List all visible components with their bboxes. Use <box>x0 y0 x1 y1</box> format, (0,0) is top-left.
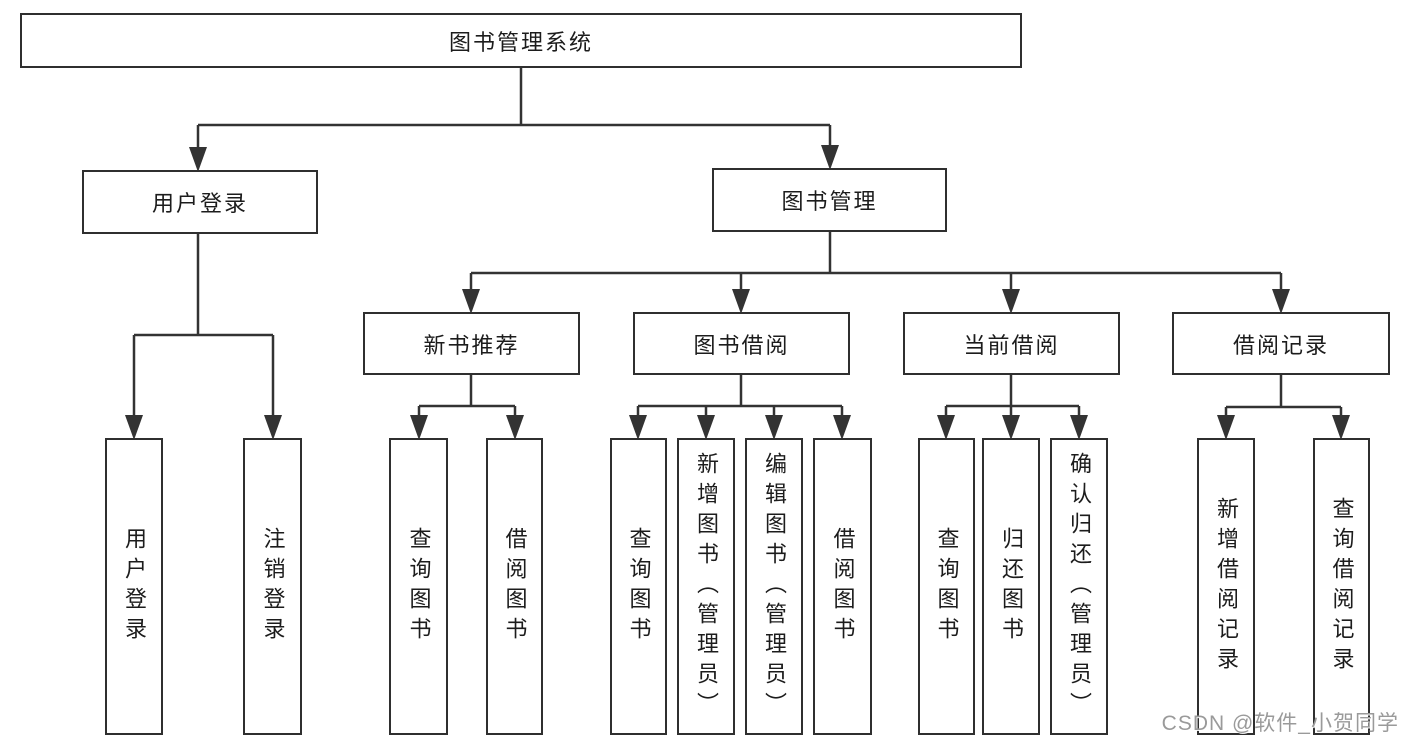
leaf-bb-add-book: 新增图书（管理员） <box>677 438 735 735</box>
leaf-cb-confirm-return: 确认归还（管理员） <box>1050 438 1108 735</box>
leaf-cb-confirm-return-label: 确认归还（管理员） <box>1067 451 1092 722</box>
node-new-book-rec-label: 新书推荐 <box>423 332 520 358</box>
leaf-rec-query-book-label: 查询图书 <box>406 526 432 647</box>
node-book-mgmt: 图书管理 <box>712 168 947 232</box>
leaf-bb-borrow-book-label: 借阅图书 <box>830 526 856 647</box>
leaf-bb-add-book-label: 新增图书（管理员） <box>694 451 719 722</box>
node-borrow-record-label: 借阅记录 <box>1232 332 1329 358</box>
leaf-bb-query-book: 查询图书 <box>610 438 667 735</box>
node-book-borrow-label: 图书借阅 <box>693 332 790 358</box>
leaf-cb-query-book-label: 查询图书 <box>934 526 960 647</box>
leaf-bb-borrow-book: 借阅图书 <box>813 438 872 735</box>
leaf-rec-query-book: 查询图书 <box>389 438 448 735</box>
node-borrow-record: 借阅记录 <box>1172 312 1390 375</box>
leaf-rec-borrow-book: 借阅图书 <box>486 438 543 735</box>
node-user-login-label: 用户登录 <box>151 191 248 216</box>
leaf-bb-query-book-label: 查询图书 <box>626 526 652 647</box>
leaf-logout-label: 注销登录 <box>260 526 286 647</box>
node-book-borrow: 图书借阅 <box>633 312 850 375</box>
leaf-rec-borrow-book-label: 借阅图书 <box>502 526 528 647</box>
node-user-login: 用户登录 <box>82 170 318 234</box>
leaf-br-query-record: 查询借阅记录 <box>1313 438 1370 735</box>
leaf-bb-edit-book-label: 编辑图书（管理员） <box>762 451 787 722</box>
leaf-br-query-record-label: 查询借阅记录 <box>1329 496 1355 677</box>
leaf-user-login: 用户登录 <box>105 438 163 735</box>
node-root: 图书管理系统 <box>20 13 1022 68</box>
node-current-borrow: 当前借阅 <box>903 312 1120 375</box>
leaf-cb-query-book: 查询图书 <box>918 438 975 735</box>
leaf-br-add-record-label: 新增借阅记录 <box>1214 496 1239 677</box>
leaf-bb-edit-book: 编辑图书（管理员） <box>745 438 803 735</box>
leaf-cb-return-book: 归还图书 <box>982 438 1040 735</box>
leaf-br-add-record: 新增借阅记录 <box>1197 438 1255 735</box>
leaf-user-login-label: 用户登录 <box>122 526 147 647</box>
leaf-cb-return-book-label: 归还图书 <box>999 526 1024 647</box>
node-root-label: 图书管理系统 <box>448 29 593 55</box>
csdn-watermark: CSDN @软件_小贺同学 <box>1161 712 1399 735</box>
node-current-borrow-label: 当前借阅 <box>963 332 1060 358</box>
node-book-mgmt-label: 图书管理 <box>781 189 878 214</box>
leaf-logout: 注销登录 <box>243 438 302 735</box>
node-new-book-rec: 新书推荐 <box>363 312 580 375</box>
